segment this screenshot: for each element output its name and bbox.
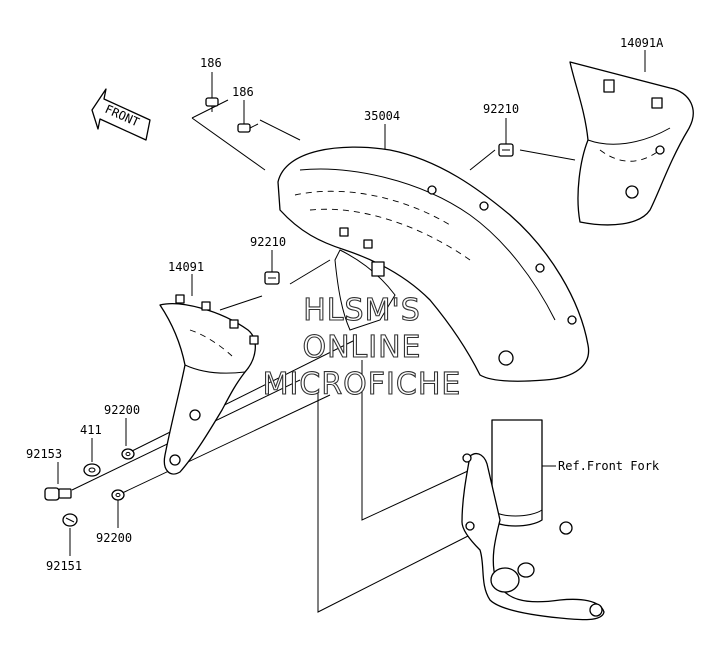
fender-14091 (159, 294, 259, 475)
clip-92210-middle (264, 271, 280, 285)
label-92200-a: 92200 (104, 403, 140, 417)
label-92210-middle: 92210 (250, 235, 286, 249)
washer-92200-a (121, 448, 135, 460)
cover-14091A (569, 61, 694, 226)
watermark: HLSM'S ONLINE MICROFICHE (262, 292, 462, 402)
label-14091: 14091 (168, 260, 204, 274)
front-fork-reference (461, 419, 605, 621)
watermark-line1: HLSM'S (303, 293, 421, 328)
screw-92151 (62, 513, 78, 527)
label-35004: 35004 (364, 109, 400, 123)
watermark-line3: MICROFICHE (263, 367, 462, 402)
front-direction-arrow: FRONT (91, 88, 151, 141)
collar-411 (83, 463, 101, 477)
clip-92210-top (498, 143, 514, 157)
label-ref-front-fork: Ref.Front Fork (558, 459, 660, 473)
label-186-a: 186 (200, 56, 222, 70)
washer-92200-b (111, 489, 125, 501)
bolt-186-a (205, 97, 219, 112)
leader-lines (57, 50, 646, 613)
label-92153: 92153 (26, 447, 62, 461)
part-labels: 186 186 35004 92210 14091A 92210 14091 9… (26, 36, 664, 573)
watermark-line2: ONLINE (302, 330, 421, 365)
bolt-92153 (44, 487, 72, 501)
label-92200-b: 92200 (96, 531, 132, 545)
label-92210-top: 92210 (483, 102, 519, 116)
label-14091A: 14091A (620, 36, 664, 50)
label-92151: 92151 (46, 559, 82, 573)
label-186-b: 186 (232, 85, 254, 99)
front-fender (277, 146, 590, 382)
label-411: 411 (80, 423, 102, 437)
bolt-186-b (237, 123, 259, 133)
